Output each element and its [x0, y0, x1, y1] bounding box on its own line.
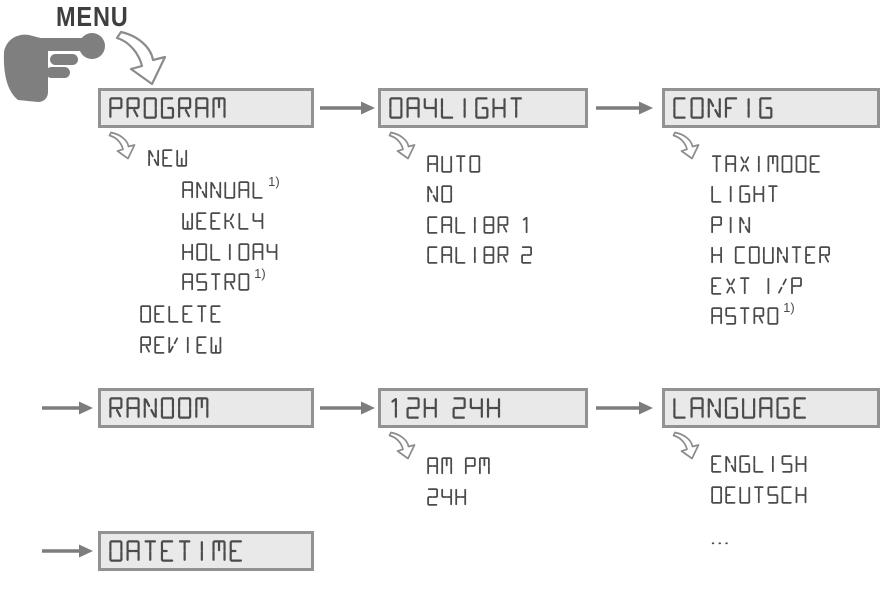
menu-item: [140, 305, 222, 323]
lcd-text: [148, 149, 188, 167]
curved-arrow-icon: [108, 131, 136, 160]
curved-arrow-icon: [672, 431, 700, 460]
flow-arrow-icon: [320, 101, 375, 115]
menu-item: [427, 488, 467, 506]
menu-item: [711, 216, 751, 234]
flow-arrow-icon: [320, 401, 375, 415]
menu-item: [711, 455, 807, 473]
curved-arrow-icon: [388, 131, 416, 160]
menu-item: [427, 185, 453, 203]
lcd-title: [673, 397, 808, 423]
lcd-text: [711, 155, 820, 173]
footnote-marker: 1): [783, 300, 795, 315]
lcd-title: [109, 540, 244, 566]
curved-arrow-icon: [388, 431, 416, 460]
lcd-text: [711, 185, 778, 203]
flow-arrow-icon: [596, 401, 653, 415]
menu-item: [711, 246, 831, 264]
menu-item: [182, 212, 264, 230]
lcd-text: [391, 397, 501, 419]
menu-item: [427, 457, 491, 475]
lcd-title: [673, 97, 773, 123]
lcd-display-daylight: [378, 88, 588, 128]
lcd-text: [389, 97, 522, 119]
lcd-text: [711, 486, 807, 504]
lcd-text: [109, 97, 226, 119]
lcd-display-program: [98, 88, 314, 128]
menu-item: [427, 216, 533, 234]
flow-arrow-icon: [42, 544, 93, 558]
menu-item: [711, 486, 807, 504]
lcd-display-language: [662, 388, 880, 428]
lcd-text: [711, 277, 802, 295]
lcd-text: [140, 305, 221, 323]
curved-arrow-icon: [115, 30, 167, 86]
flow-arrow-icon: [42, 401, 93, 415]
lcd-text: [140, 336, 222, 354]
lcd-text: [673, 97, 773, 119]
menu-item: [711, 185, 779, 203]
menu-item: 1): [711, 301, 795, 325]
lcd-display-config: [662, 88, 880, 128]
lcd-display-random: [98, 388, 314, 428]
lcd-display-datetime: [98, 531, 314, 571]
menu-item: [711, 155, 821, 173]
lcd-text: [427, 185, 453, 203]
menu-button-label: MENU: [56, 1, 129, 32]
curved-arrow-icon: [672, 131, 700, 160]
menu-item: [140, 336, 222, 354]
menu-item: [182, 243, 278, 261]
lcd-text: [427, 488, 467, 506]
menu-item: 1): [182, 267, 266, 291]
lcd-text: [182, 273, 250, 291]
lcd-text: [711, 216, 751, 234]
menu-item: [711, 527, 729, 545]
menu-item: 1): [182, 175, 280, 199]
lcd-text: [427, 216, 528, 234]
flow-arrow-icon: [596, 101, 653, 115]
lcd-text: [182, 181, 263, 199]
lcd-title: [389, 97, 524, 123]
lcd-title: [389, 397, 501, 423]
lcd-text: [182, 243, 278, 261]
lcd-text: [109, 540, 242, 562]
lcd-text: [673, 397, 806, 419]
menu-item: [711, 277, 803, 295]
footnote-marker: 1): [268, 174, 280, 189]
lcd-text: [711, 246, 831, 264]
menu-item: [427, 155, 481, 173]
hand-press-button-icon: [3, 33, 105, 102]
lcd-title: [109, 397, 209, 423]
lcd-text: [182, 212, 264, 230]
lcd-text: [427, 457, 490, 475]
footnote-marker: 1): [254, 266, 266, 281]
lcd-display-12h-24h: [378, 388, 588, 428]
lcd-text: [711, 455, 807, 473]
menu-item: [427, 246, 533, 264]
lcd-text: [109, 397, 209, 419]
lcd-text: [427, 155, 481, 173]
lcd-text: [427, 246, 532, 264]
menu-item: [148, 149, 188, 167]
lcd-text: [711, 307, 779, 325]
lcd-text: [711, 542, 728, 545]
lcd-title: [109, 97, 227, 123]
